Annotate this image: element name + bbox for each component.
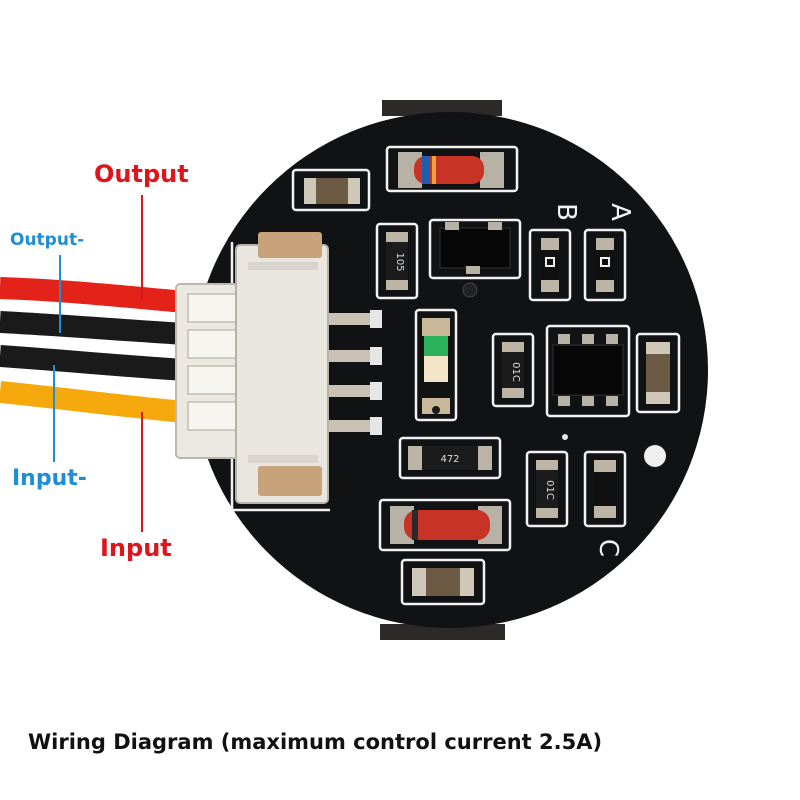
wire-red [0,277,187,313]
label-input-negative: Input- [12,466,87,491]
label-input: Input [100,534,172,562]
marking-472: 472 [440,454,459,465]
jst-connector [175,232,329,504]
caption: Wiring Diagram (maximum control current … [28,730,603,754]
board-tab-bottom [380,624,505,640]
board-tab-top [382,100,502,116]
pad-label-a: A [605,203,635,221]
label-output-negative: Output- [10,230,85,250]
marking-105: 105 [394,252,405,271]
wire-yellow [0,381,187,423]
pad-label-c: C [593,539,623,557]
wire-black-1 [0,311,186,345]
product-photo: B A C 105 472 01C 01C [0,100,708,640]
wire-bundle [0,277,187,423]
pad-label-b: B [551,203,581,221]
marking-01c-upper: 01C [510,362,521,382]
leader-lines [53,195,143,532]
marking-01c-lower: 01C [544,480,555,500]
mounting-hole [644,445,666,467]
wire-black-2 [0,345,186,381]
label-output: Output [94,160,189,188]
